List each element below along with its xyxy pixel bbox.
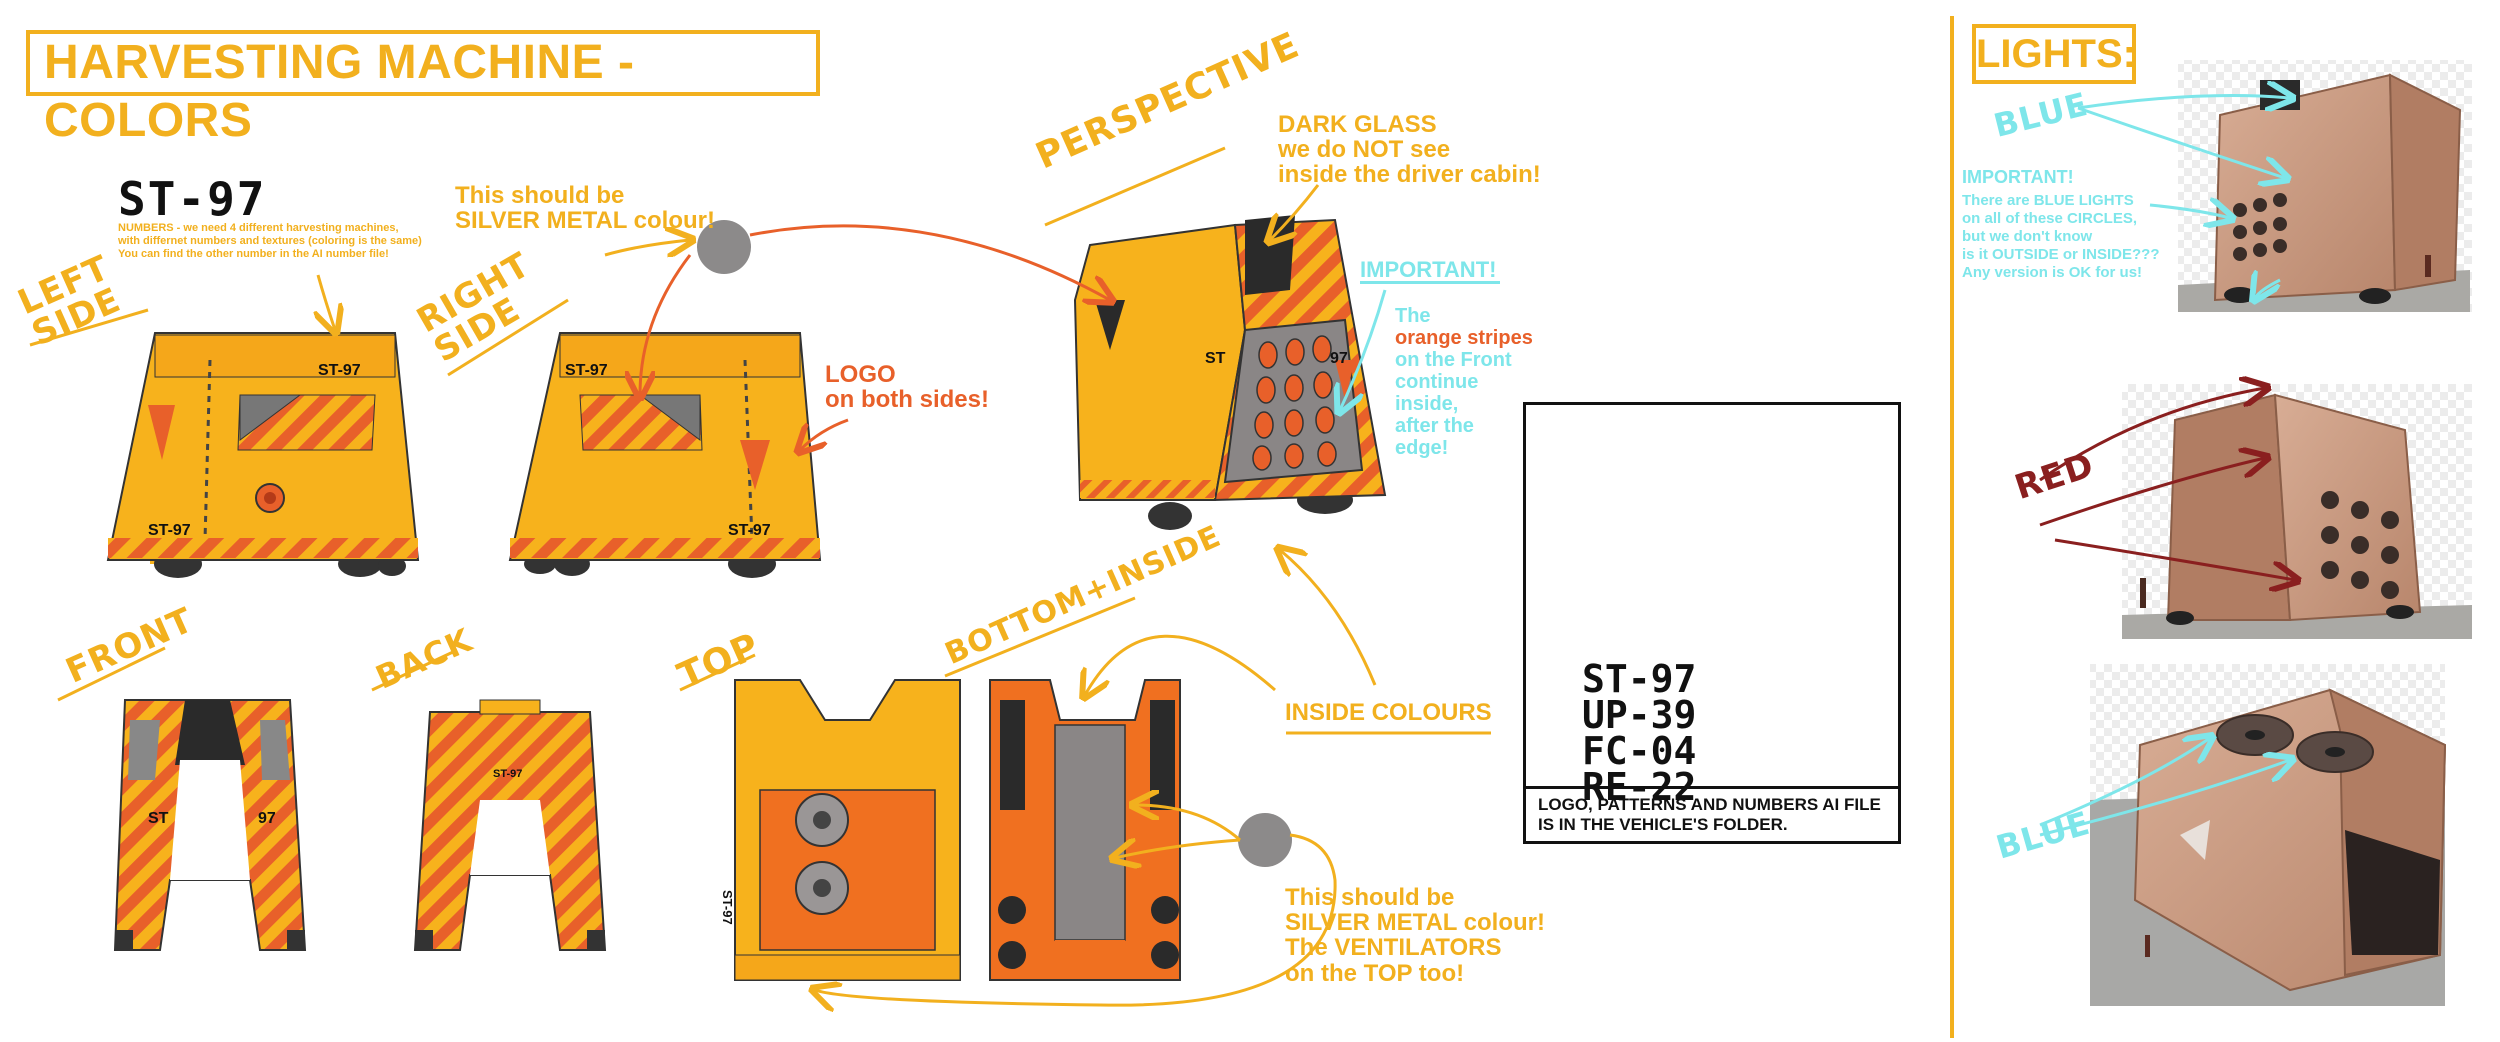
ai-number-list: ST-97 UP-39 FC-04 RE-22 (1582, 657, 1722, 806)
top-view (734, 679, 961, 981)
top-view-plate: ST-97 (720, 890, 735, 925)
model-3-fans (2216, 714, 2374, 773)
left-side-plate-bottom: ST-97 (148, 522, 191, 539)
lights-model-1 (2178, 60, 2472, 312)
annotation-arrows (318, 184, 1387, 1005)
bottom-inside-view (989, 679, 1181, 981)
top-view-ventilator-2 (795, 861, 849, 915)
left-side-plate-top: ST-97 (318, 362, 361, 379)
silver-circle-top (697, 220, 751, 274)
ai-number: FC-04 (1582, 729, 1697, 773)
lights-model-3 (2090, 664, 2447, 1006)
front-plate-right: 97 (258, 810, 276, 827)
model-1-holes (2233, 193, 2287, 261)
ai-number: ST-97 (1582, 657, 1697, 701)
right-side-plate-top: ST-97 (565, 362, 608, 379)
note-silver-bottom: This should be SILVER METAL colour! The … (1285, 884, 1546, 987)
lights-note: There are BLUE LIGHTS on all of these CI… (1962, 192, 2160, 281)
lights-arrows (2039, 96, 2295, 837)
front-plate-left: ST (148, 810, 169, 827)
note-inside-colours: INSIDE COLOURS (1285, 699, 1492, 726)
label-underlines (29, 146, 1491, 735)
right-side-view (508, 332, 822, 578)
note-dark-glass: DARK GLASS we do NOT see inside the driv… (1278, 111, 1541, 189)
ai-file-box: ST-97 UP-39 FC-04 RE-22 LOGO, PATTERNS A… (1523, 402, 1901, 844)
ai-file-caption: LOGO, PATTERNS AND NUMBERS AI FILE IS IN… (1526, 786, 1898, 841)
section-divider (1950, 16, 1954, 1038)
perspective-view (1073, 215, 1387, 530)
perspective-plate-left: ST (1205, 350, 1226, 367)
silver-circle-bottom (1238, 813, 1292, 867)
note-silver-top: This should be SILVER METAL colour! (455, 182, 716, 235)
note-important-front: IMPORTANT! (1360, 258, 1501, 285)
top-view-ventilator-1 (795, 793, 849, 847)
model-2-holes (2321, 491, 2399, 599)
back-plate: ST-97 (493, 768, 523, 780)
note-orange-stripes: The orange stripes on the Front continue… (1395, 305, 1533, 459)
perspective-vent-holes (1252, 335, 1337, 471)
note-logo-both-sides: LOGO on both sides! (825, 361, 989, 414)
front-view (113, 699, 307, 951)
logo-st97: ST-97 (118, 172, 267, 226)
ai-number: UP-39 (1582, 693, 1697, 737)
lights-model-2 (2122, 384, 2472, 639)
lights-title: LIGHTS: (1972, 24, 2136, 84)
numbers-note: NUMBERS - we need 4 different harvesting… (118, 222, 422, 260)
back-view (413, 699, 607, 951)
perspective-plate-right: 97 (1330, 350, 1348, 367)
lights-important: IMPORTANT! (1962, 167, 2074, 187)
sheet-title: HARVESTING MACHINE - COLORS (26, 30, 820, 147)
left-side-view (106, 332, 420, 578)
bottom-wheels (998, 896, 1179, 969)
right-side-plate-bottom: ST-97 (728, 522, 771, 539)
